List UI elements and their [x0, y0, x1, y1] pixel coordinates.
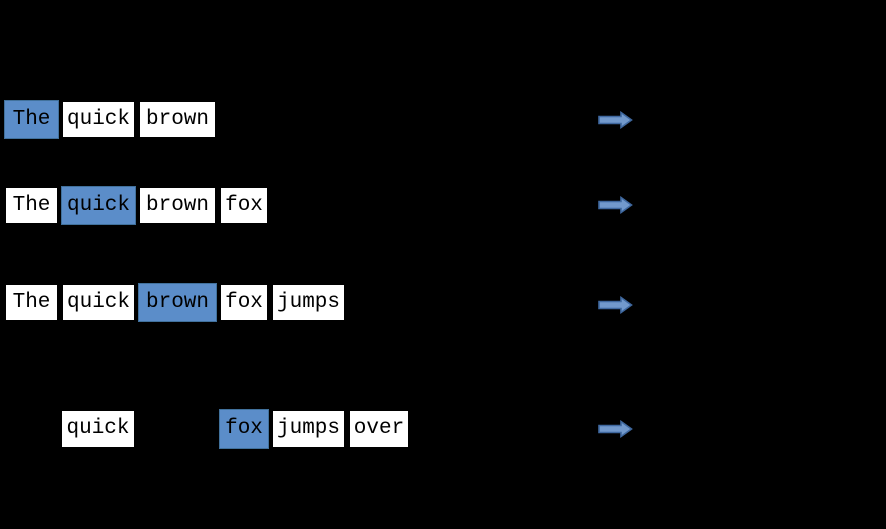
word-box: over — [348, 409, 410, 449]
right-arrow-icon — [598, 296, 633, 314]
word-box-highlighted: The — [4, 100, 59, 139]
word-box: quick — [60, 409, 136, 449]
word-box-highlighted: brown — [138, 283, 217, 322]
window-row-1: The quick brown — [4, 100, 217, 139]
word-box: brown — [138, 100, 217, 139]
word-box: brown — [138, 186, 217, 225]
word-box: quick — [61, 283, 136, 322]
window-row-4-left-group: quick — [60, 409, 136, 449]
word-box: quick — [61, 100, 136, 139]
window-row-4-right-group: fox jumps over — [219, 409, 410, 449]
word-box-highlighted: fox — [219, 409, 269, 449]
word-box-highlighted: quick — [61, 186, 136, 225]
right-arrow-icon — [598, 111, 633, 129]
right-arrow-icon — [598, 420, 633, 438]
word-box: fox — [219, 283, 269, 322]
word-box: jumps — [271, 283, 346, 322]
word-box: fox — [219, 186, 269, 225]
window-row-3: The quick brown fox jumps — [4, 283, 346, 322]
word-box: The — [4, 186, 59, 225]
word-box: The — [4, 283, 59, 322]
word-box: jumps — [271, 409, 346, 449]
window-row-4: quick fox jumps over — [0, 409, 886, 449]
right-arrow-icon — [598, 196, 633, 214]
window-row-2: The quick brown fox — [4, 186, 269, 225]
